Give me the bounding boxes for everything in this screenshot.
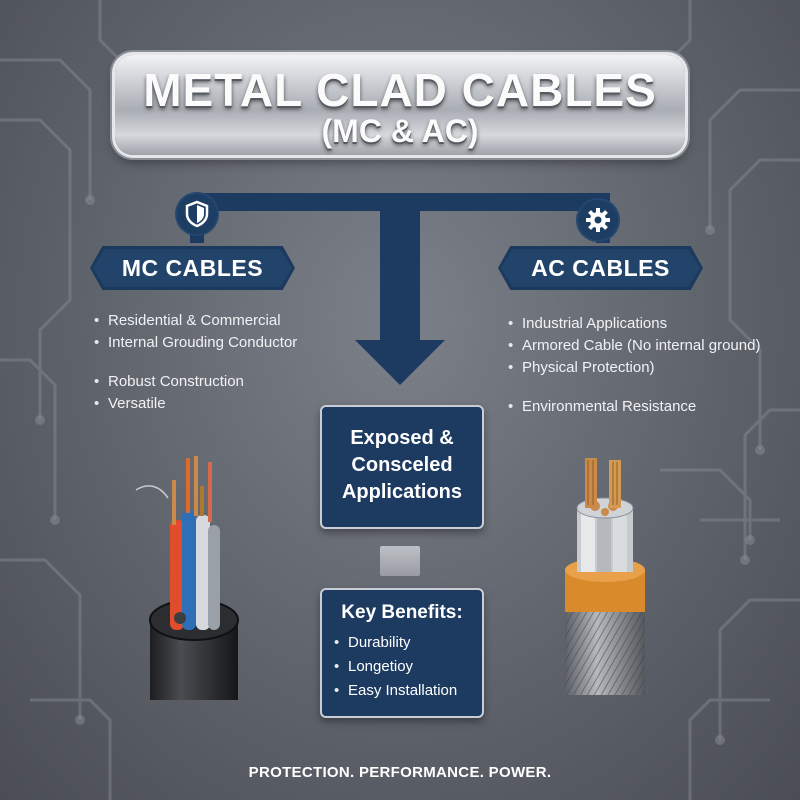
applications-line: Applications [341, 481, 462, 503]
mc-features-list: Residential & Commercial Internal Groudi… [94, 310, 297, 354]
benefit-item: Longetioy [334, 655, 457, 679]
applications-line: Exposed & [350, 427, 454, 449]
key-benefits-box: Key Benefits: Durability Longetioy Easy … [320, 588, 484, 718]
title-banner: METAL CLAD CABLES (MC & AC) [115, 55, 685, 155]
mc-feature-item: Versatile [94, 393, 244, 415]
applications-box: Exposed & Consceled Applications [320, 405, 484, 529]
benefit-item: Durability [334, 631, 457, 655]
benefit-item: Easy Installation [334, 679, 457, 703]
applications-line: Consceled [351, 454, 453, 476]
mc-cables-label-text: MC CABLES [121, 254, 264, 281]
mc-cable-illustration [135, 456, 239, 700]
mc-feature-item: Residential & Commercial [94, 310, 297, 332]
ac-feature-item: Environmental Resistance [508, 396, 696, 418]
ac-features-list-secondary: Environmental Resistance [508, 396, 696, 418]
ac-feature-item: Physical Protection) [508, 357, 760, 379]
ac-cable-illustration [565, 458, 645, 695]
gear-icon [578, 200, 618, 240]
ac-features-list: Industrial Applications Armored Cable (N… [508, 313, 760, 379]
subtitle: (MC & AC) [321, 113, 479, 149]
key-benefits-list: Durability Longetioy Easy Installation [334, 631, 457, 703]
ac-feature-item: Industrial Applications [508, 313, 760, 335]
ac-feature-item: Armored Cable (No internal ground) [508, 335, 760, 357]
applications-text: Exposed & Consceled Applications [322, 425, 482, 506]
main-title: METAL CLAD CABLES [143, 64, 657, 116]
mc-features-list-secondary: Robust Construction Versatile [94, 371, 244, 415]
ac-cables-label-text: AC CABLES [531, 254, 670, 281]
mc-cables-label: MC CABLES [90, 246, 295, 290]
footer-tagline: PROTECTION. PERFORMANCE. POWER. [248, 764, 552, 781]
shield-icon [177, 194, 217, 234]
ac-cables-label: AC CABLES [498, 246, 703, 290]
box-connector [380, 546, 420, 576]
key-benefits-title: Key Benefits: [341, 602, 463, 623]
mc-feature-item: Internal Grouding Conductor [94, 332, 297, 354]
mc-feature-item: Robust Construction [94, 371, 244, 393]
